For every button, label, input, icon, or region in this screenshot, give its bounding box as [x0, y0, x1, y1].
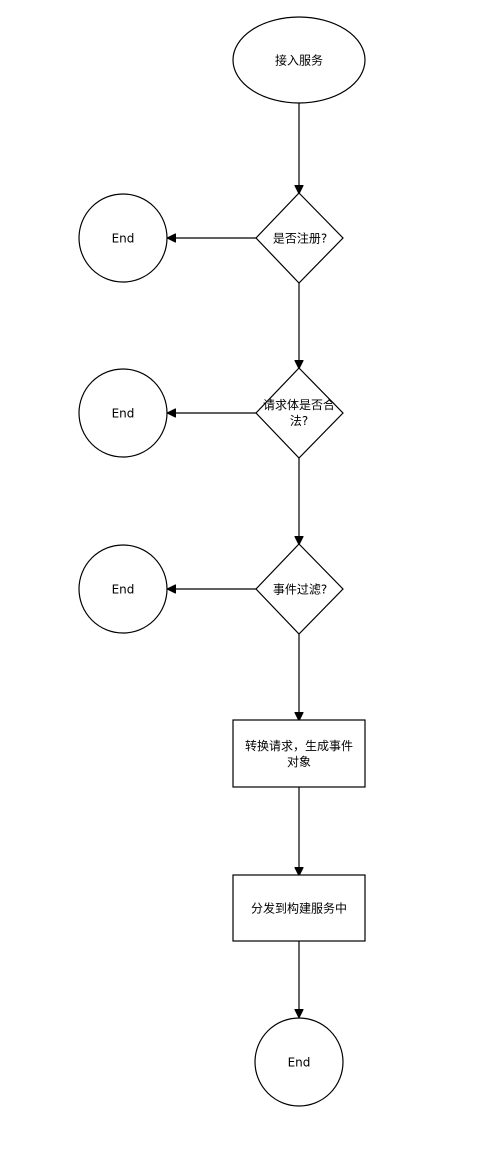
node-process-dispatch: 分发到构建服务中: [232, 874, 366, 942]
end-2-label: End: [112, 407, 135, 421]
node-decision-event-filter: 事件过滤?: [255, 543, 344, 635]
decision-registered-diamond: [255, 192, 344, 284]
edges: [168, 103, 299, 1017]
node-end-2: End: [78, 368, 168, 458]
decision-event-filter-diamond: [255, 543, 344, 635]
node-end-final: End: [254, 1017, 344, 1107]
node-end-3: End: [78, 544, 168, 634]
node-decision-registered: 是否注册?: [255, 192, 344, 284]
end-2-circle: [78, 368, 168, 458]
node-start: 接入服务: [232, 16, 366, 104]
end-1-circle: [78, 193, 168, 283]
node-decision-valid-body: 请求体是否合 法?: [255, 367, 344, 459]
node-process-convert: 转换请求，生成事件 对象: [232, 719, 366, 788]
end-3-circle: [78, 544, 168, 634]
node-end-1: End: [78, 193, 168, 283]
end-final-circle: [254, 1017, 344, 1107]
process-convert-label-line1: 转换请求，生成事件: [245, 738, 353, 753]
decision-registered-label: 是否注册?: [273, 231, 327, 246]
decision-valid-body-label-line1: 请求体是否合: [263, 397, 335, 412]
decision-valid-body-label-line2: 法?: [290, 414, 308, 428]
process-convert-box: [232, 719, 366, 788]
process-convert-label-line2: 对象: [287, 755, 311, 769]
end-1-label: End: [112, 232, 135, 246]
decision-event-filter-label: 事件过滤?: [273, 583, 327, 597]
start-ellipse: [232, 16, 366, 104]
decision-valid-body-diamond: [255, 367, 344, 459]
end-3-label: End: [112, 583, 135, 597]
end-final-label: End: [288, 1056, 311, 1070]
process-dispatch-label: 分发到构建服务中: [251, 901, 347, 916]
start-label: 接入服务: [275, 53, 323, 68]
process-dispatch-box: [232, 874, 366, 942]
